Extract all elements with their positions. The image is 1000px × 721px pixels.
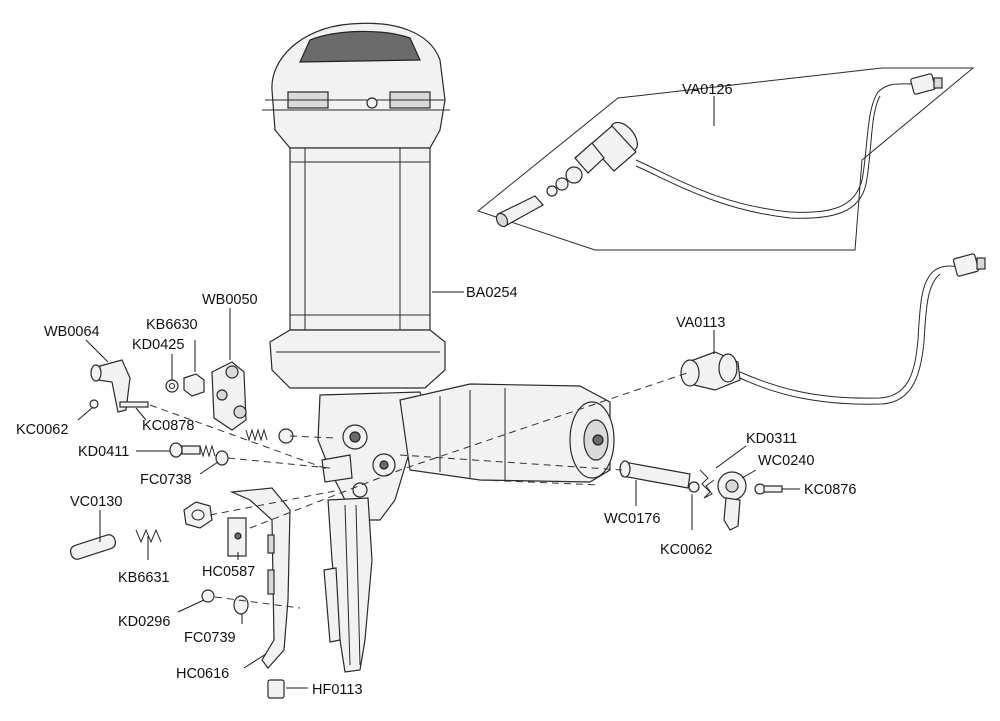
ba0254-motor xyxy=(262,22,450,389)
vc0130-piston xyxy=(69,534,117,560)
spring-upper xyxy=(245,428,294,444)
kc0062-screw-left xyxy=(89,399,99,409)
label-wc0240: WC0240 xyxy=(758,453,814,469)
va0126-sensor xyxy=(495,73,943,228)
kc0062-ring-right xyxy=(688,481,700,493)
label-fc0738: FC0738 xyxy=(140,472,192,488)
va0113-sensor xyxy=(680,253,986,405)
kb6630-cap xyxy=(183,373,205,397)
main-housing xyxy=(317,391,431,521)
wc0240-lever xyxy=(717,471,747,531)
hc0616-plate xyxy=(229,487,291,669)
label-kd0411: KD0411 xyxy=(78,444,129,460)
label-kb6631: KB6631 xyxy=(118,570,170,586)
label-kc0062-left: KC0062 xyxy=(16,422,68,438)
kd0411-screw xyxy=(169,442,201,458)
hc0587-block xyxy=(227,517,247,557)
label-ba0254: BA0254 xyxy=(466,285,518,301)
wb0064-part xyxy=(90,359,131,413)
label-vc0130: VC0130 xyxy=(70,494,122,510)
fc0739-washer xyxy=(233,595,249,615)
wc0176-pin xyxy=(619,460,691,489)
kc0878-pin xyxy=(119,401,149,408)
label-kd0311: KD0311 xyxy=(746,431,797,447)
label-wb0050: WB0050 xyxy=(202,292,258,308)
label-kd0425: KD0425 xyxy=(132,337,184,353)
label-kb6630: KB6630 xyxy=(146,317,198,333)
fc0738-spring xyxy=(199,444,229,466)
hf0113-tip xyxy=(267,679,285,699)
label-hf0113: HF0113 xyxy=(312,682,363,698)
leader-lines xyxy=(77,96,800,689)
label-hc0616: HC0616 xyxy=(176,666,229,682)
assembly-lines xyxy=(149,371,691,609)
label-va0126: VA0126 xyxy=(682,82,733,98)
label-fc0739: FC0739 xyxy=(184,630,236,646)
nut-hex xyxy=(183,501,213,529)
gear-motor xyxy=(399,383,615,483)
kd0296-screw xyxy=(201,589,215,603)
label-kc0876: KC0876 xyxy=(804,482,856,498)
va0126-inset-panel xyxy=(476,67,975,251)
kc0876-screw xyxy=(754,483,783,495)
wb0050-bracket xyxy=(211,361,247,431)
part-labels: VA0126 BA0254 VA0113 WB0050 KB6630 WB006… xyxy=(16,82,856,698)
label-kc0062-right: KC0062 xyxy=(660,542,712,558)
label-va0113: VA0113 xyxy=(676,315,725,331)
label-kd0296: KD0296 xyxy=(118,614,170,630)
label-hc0587: HC0587 xyxy=(202,564,255,580)
kd0425-nut xyxy=(165,379,179,393)
kd0311-spring xyxy=(699,469,715,499)
label-wc0176: WC0176 xyxy=(604,511,660,527)
label-wb0064: WB0064 xyxy=(44,324,100,340)
label-kc0878: KC0878 xyxy=(142,418,194,434)
nose-guide xyxy=(323,497,373,673)
